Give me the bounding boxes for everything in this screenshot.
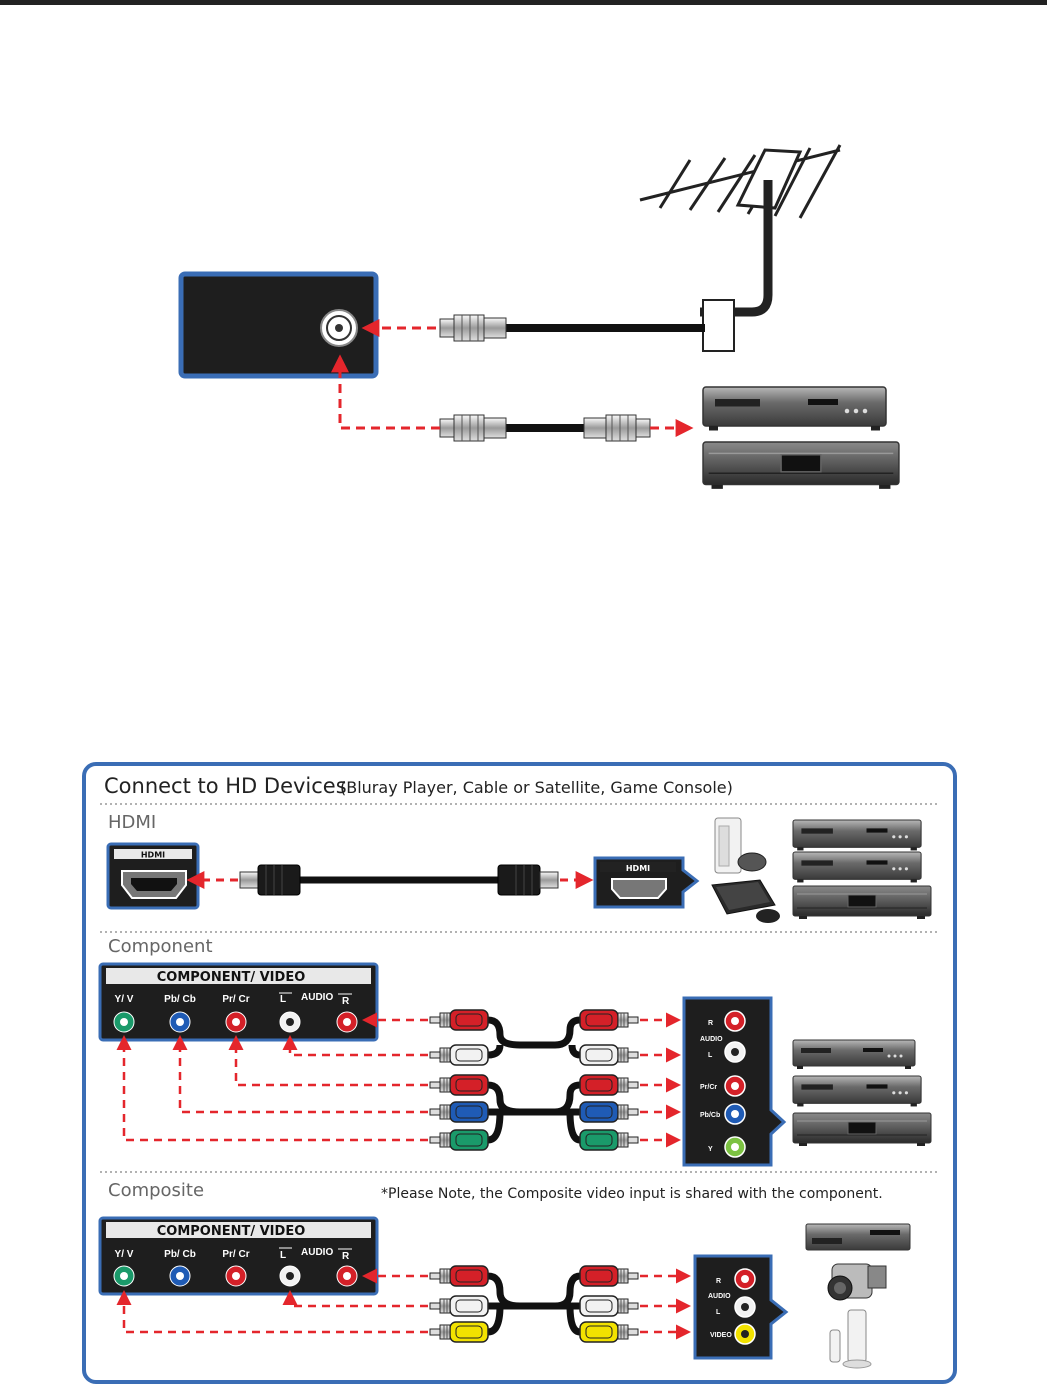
cable-box-icon: [792, 1075, 922, 1107]
bluray-player-icon: [792, 1039, 916, 1070]
device-jack-video[interactable]: [734, 1323, 756, 1345]
antenna-icon: [639, 144, 842, 352]
audio-left-label: L: [280, 994, 286, 1005]
game-console-icon: [829, 1309, 872, 1369]
coax-port[interactable]: [320, 309, 358, 347]
satellite-receiver-icon: [792, 1112, 932, 1147]
device-label-l: L: [708, 1052, 713, 1059]
device-label-r: R: [716, 1278, 721, 1285]
hdmi-device-panel: HDMI: [593, 856, 700, 909]
jack-pr[interactable]: [225, 1265, 247, 1287]
device-label-video: VIDEO: [710, 1332, 732, 1339]
device-label-r: R: [708, 1020, 713, 1027]
jack-audio-l[interactable]: [279, 1265, 301, 1287]
audio-right-label: R: [342, 1251, 350, 1262]
audio-left-label: L: [280, 1250, 286, 1261]
composite-device-panel: R AUDIO L VIDEO: [693, 1254, 789, 1360]
device-jack-pr[interactable]: [724, 1075, 746, 1097]
jack-label-pb: Pb/ Cb: [164, 994, 196, 1005]
coax-plug-icon: [439, 314, 507, 342]
jack-y[interactable]: [113, 1265, 135, 1287]
component-tv-panel: COMPONENT/ VIDEO Y/ V Pb/ Cb Pr/ Cr L AU…: [98, 962, 379, 1042]
game-console-icon: [711, 817, 780, 923]
camcorder-icon: [827, 1263, 887, 1301]
device-label-audio: AUDIO: [708, 1293, 731, 1300]
composite-tv-panel: COMPONENT/ VIDEO Y/ V Pb/ Cb Pr/ Cr L AU…: [98, 1216, 379, 1296]
audio-right-label: R: [342, 996, 350, 1007]
bluray-player-icon: [792, 819, 922, 851]
device-label-pr: Pr/Cr: [700, 1084, 717, 1091]
jack-pr[interactable]: [225, 1011, 247, 1033]
device-jack-audio-l[interactable]: [724, 1041, 746, 1063]
device-label-pb: Pb/Cb: [700, 1112, 720, 1119]
jack-label-pr: Pr/ Cr: [222, 1249, 249, 1260]
composite-note: *Please Note, the Composite video input …: [381, 1186, 883, 1202]
satellite-receiver-icon: [702, 441, 900, 490]
coax-plug-icon: [439, 414, 507, 442]
device-jack-pb[interactable]: [724, 1103, 746, 1125]
component-device-panel: R AUDIO L Pr/Cr Pb/Cb Y: [682, 996, 787, 1167]
device-label-audio: AUDIO: [700, 1036, 723, 1043]
hdmi-section-title: HDMI: [108, 812, 156, 833]
cable-box-icon: [702, 386, 887, 432]
hdmi-tv-panel: HDMI: [106, 842, 200, 910]
jack-label-y: Y/ V: [115, 994, 134, 1005]
hdmi-plug-icon: [497, 864, 559, 896]
device-jack-audio-r[interactable]: [734, 1268, 756, 1290]
jack-pb[interactable]: [169, 1265, 191, 1287]
device-jack-audio-l[interactable]: [734, 1296, 756, 1318]
coax-plug-icon: [583, 414, 651, 442]
hd-section-title: Connect to HD Devices: [104, 774, 347, 798]
hdmi-device-port-label: HDMI: [626, 864, 650, 873]
cable-box-icon: [792, 851, 922, 883]
device-jack-y[interactable]: [724, 1136, 746, 1158]
jack-audio-l[interactable]: [279, 1011, 301, 1033]
component-panel-title: COMPONENT/ VIDEO: [157, 970, 306, 985]
hdmi-port-label: HDMI: [141, 851, 165, 860]
audio-label: AUDIO: [301, 1247, 333, 1258]
satellite-receiver-icon: [792, 885, 932, 920]
device-label-y: Y: [708, 1146, 713, 1153]
hd-section-subtitle: (Bluray Player, Cable or Satellite, Game…: [340, 778, 733, 797]
top-rule: [0, 0, 1047, 5]
device-label-l: L: [716, 1309, 721, 1316]
jack-label-pr: Pr/ Cr: [222, 994, 249, 1005]
jack-pb[interactable]: [169, 1011, 191, 1033]
antenna-section: [178, 144, 900, 490]
composite-section-title: Composite: [108, 1180, 204, 1201]
jack-audio-r[interactable]: [336, 1265, 358, 1287]
hdmi-device-port[interactable]: [611, 878, 667, 899]
vcr-icon: [805, 1223, 911, 1251]
jack-label-pb: Pb/ Cb: [164, 1249, 196, 1260]
component-section-title: Component: [108, 936, 213, 957]
jack-audio-r[interactable]: [336, 1011, 358, 1033]
device-jack-audio-r[interactable]: [724, 1010, 746, 1032]
jack-y[interactable]: [113, 1011, 135, 1033]
jack-label-y: Y/ V: [115, 1249, 134, 1260]
composite-panel-title: COMPONENT/ VIDEO: [157, 1224, 306, 1239]
audio-label: AUDIO: [301, 992, 333, 1003]
hdmi-plug-icon: [239, 864, 301, 896]
